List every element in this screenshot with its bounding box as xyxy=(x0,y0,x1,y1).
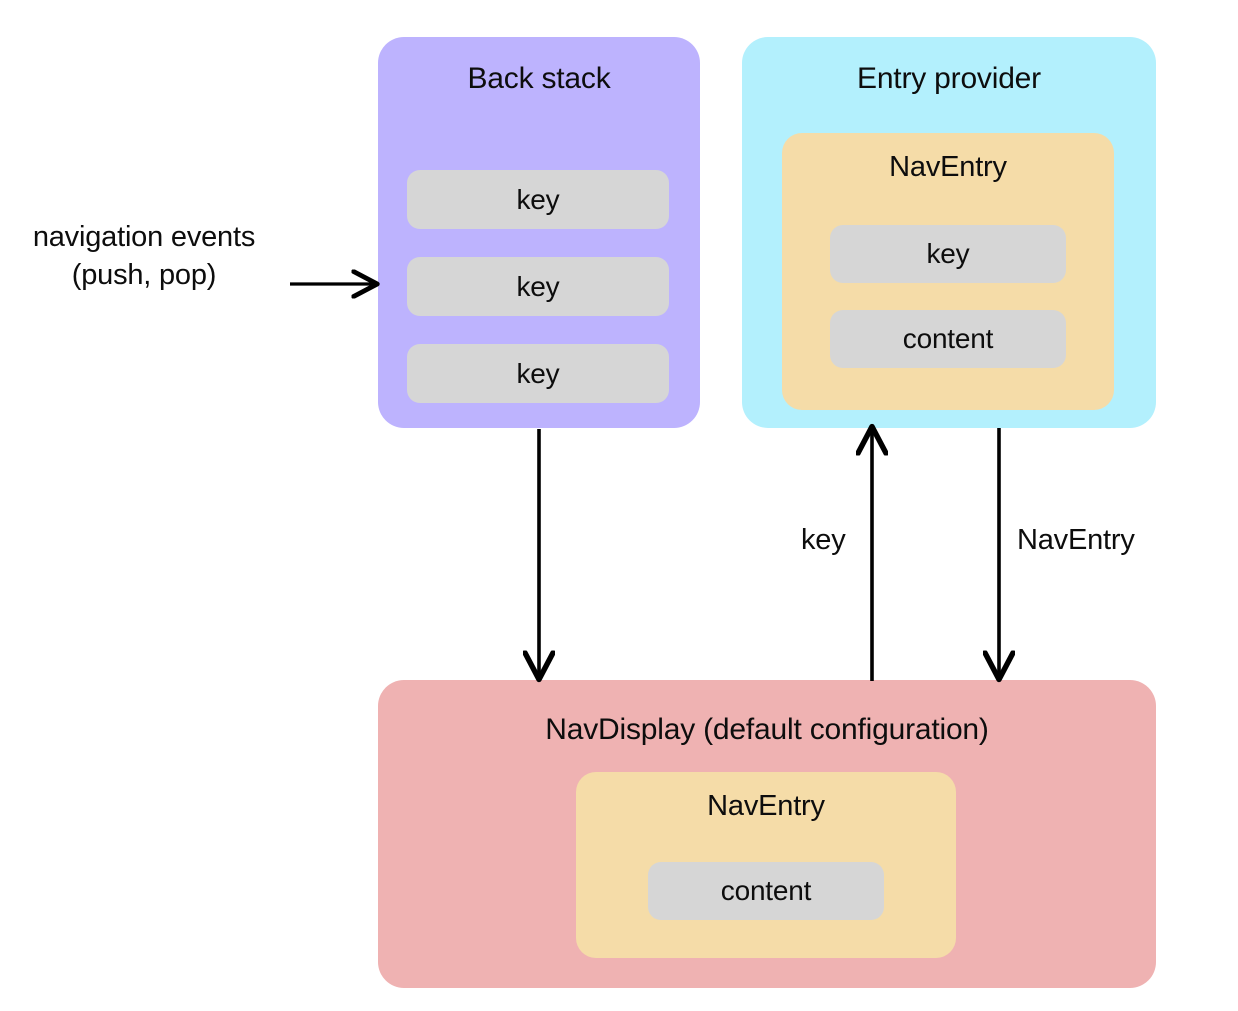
nav-entry-content-pill: content xyxy=(648,862,884,920)
back-stack-key-pill: key xyxy=(407,257,669,316)
navigation-events-line1: navigation events xyxy=(32,221,256,253)
entry-provider-nav-entry-box: NavEntry key content xyxy=(782,133,1114,410)
entry-provider-title: Entry provider xyxy=(857,62,1041,95)
nav-entry-content-pill: content xyxy=(830,310,1066,368)
arrow-key-label: key xyxy=(801,524,846,556)
nav-entry-title: NavEntry xyxy=(707,790,825,822)
navigation-events-label: navigation events (push, pop) xyxy=(8,218,280,294)
entry-provider-box: Entry provider NavEntry key content xyxy=(742,37,1156,428)
back-stack-key-pill: key xyxy=(407,170,669,229)
nav-entry-key-pill: key xyxy=(830,225,1066,283)
back-stack-box: Back stack key key key xyxy=(378,37,700,428)
back-stack-key-pill: key xyxy=(407,344,669,403)
navigation-events-line2: (push, pop) xyxy=(71,259,217,291)
arrow-naventry-label: NavEntry xyxy=(1017,524,1135,556)
nav-display-box: NavDisplay (default configuration) NavEn… xyxy=(378,680,1156,988)
nav-display-title: NavDisplay (default configuration) xyxy=(545,713,989,746)
nav-display-nav-entry-box: NavEntry content xyxy=(576,772,956,958)
back-stack-title: Back stack xyxy=(467,62,611,95)
nav-entry-title: NavEntry xyxy=(889,151,1007,183)
